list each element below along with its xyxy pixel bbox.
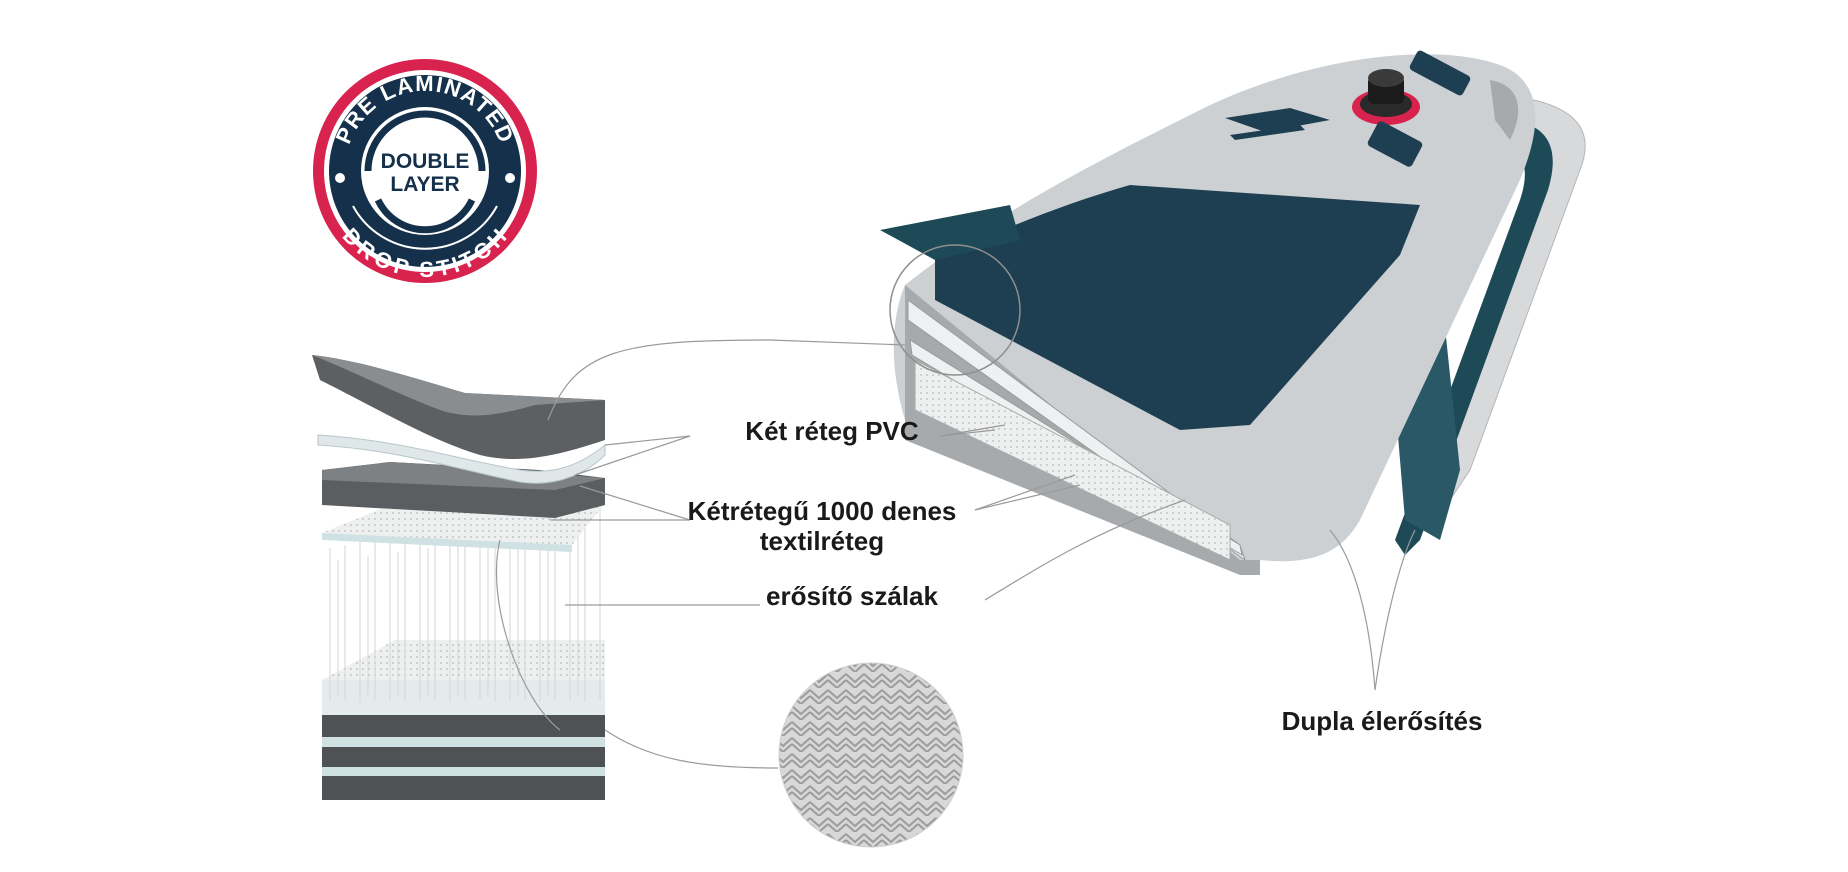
knit-texture-detail (779, 663, 963, 847)
layer-stack-illustration (312, 355, 605, 800)
leader-edge-left (1330, 530, 1375, 690)
badge-center-line2: LAYER (390, 173, 459, 196)
bottom-layer-block (322, 640, 605, 800)
label-pvc: Két réteg PVC (745, 416, 919, 446)
label-fibers: erősítő szálak (766, 581, 939, 611)
leader-knit (605, 730, 778, 768)
leader-edge-right (1375, 530, 1415, 690)
drop-stitch-badge: PRE LAMINATED DROP STITCH DOUBLE LAYER (313, 59, 537, 283)
badge-center-line1: DOUBLE (381, 150, 470, 173)
label-textile-line2: textilréteg (760, 526, 884, 556)
label-edge: Dupla élerősítés (1282, 706, 1483, 736)
sup-board-cutaway (880, 49, 1585, 575)
label-textile-line1: Kétrétegű 1000 denes (688, 496, 957, 526)
